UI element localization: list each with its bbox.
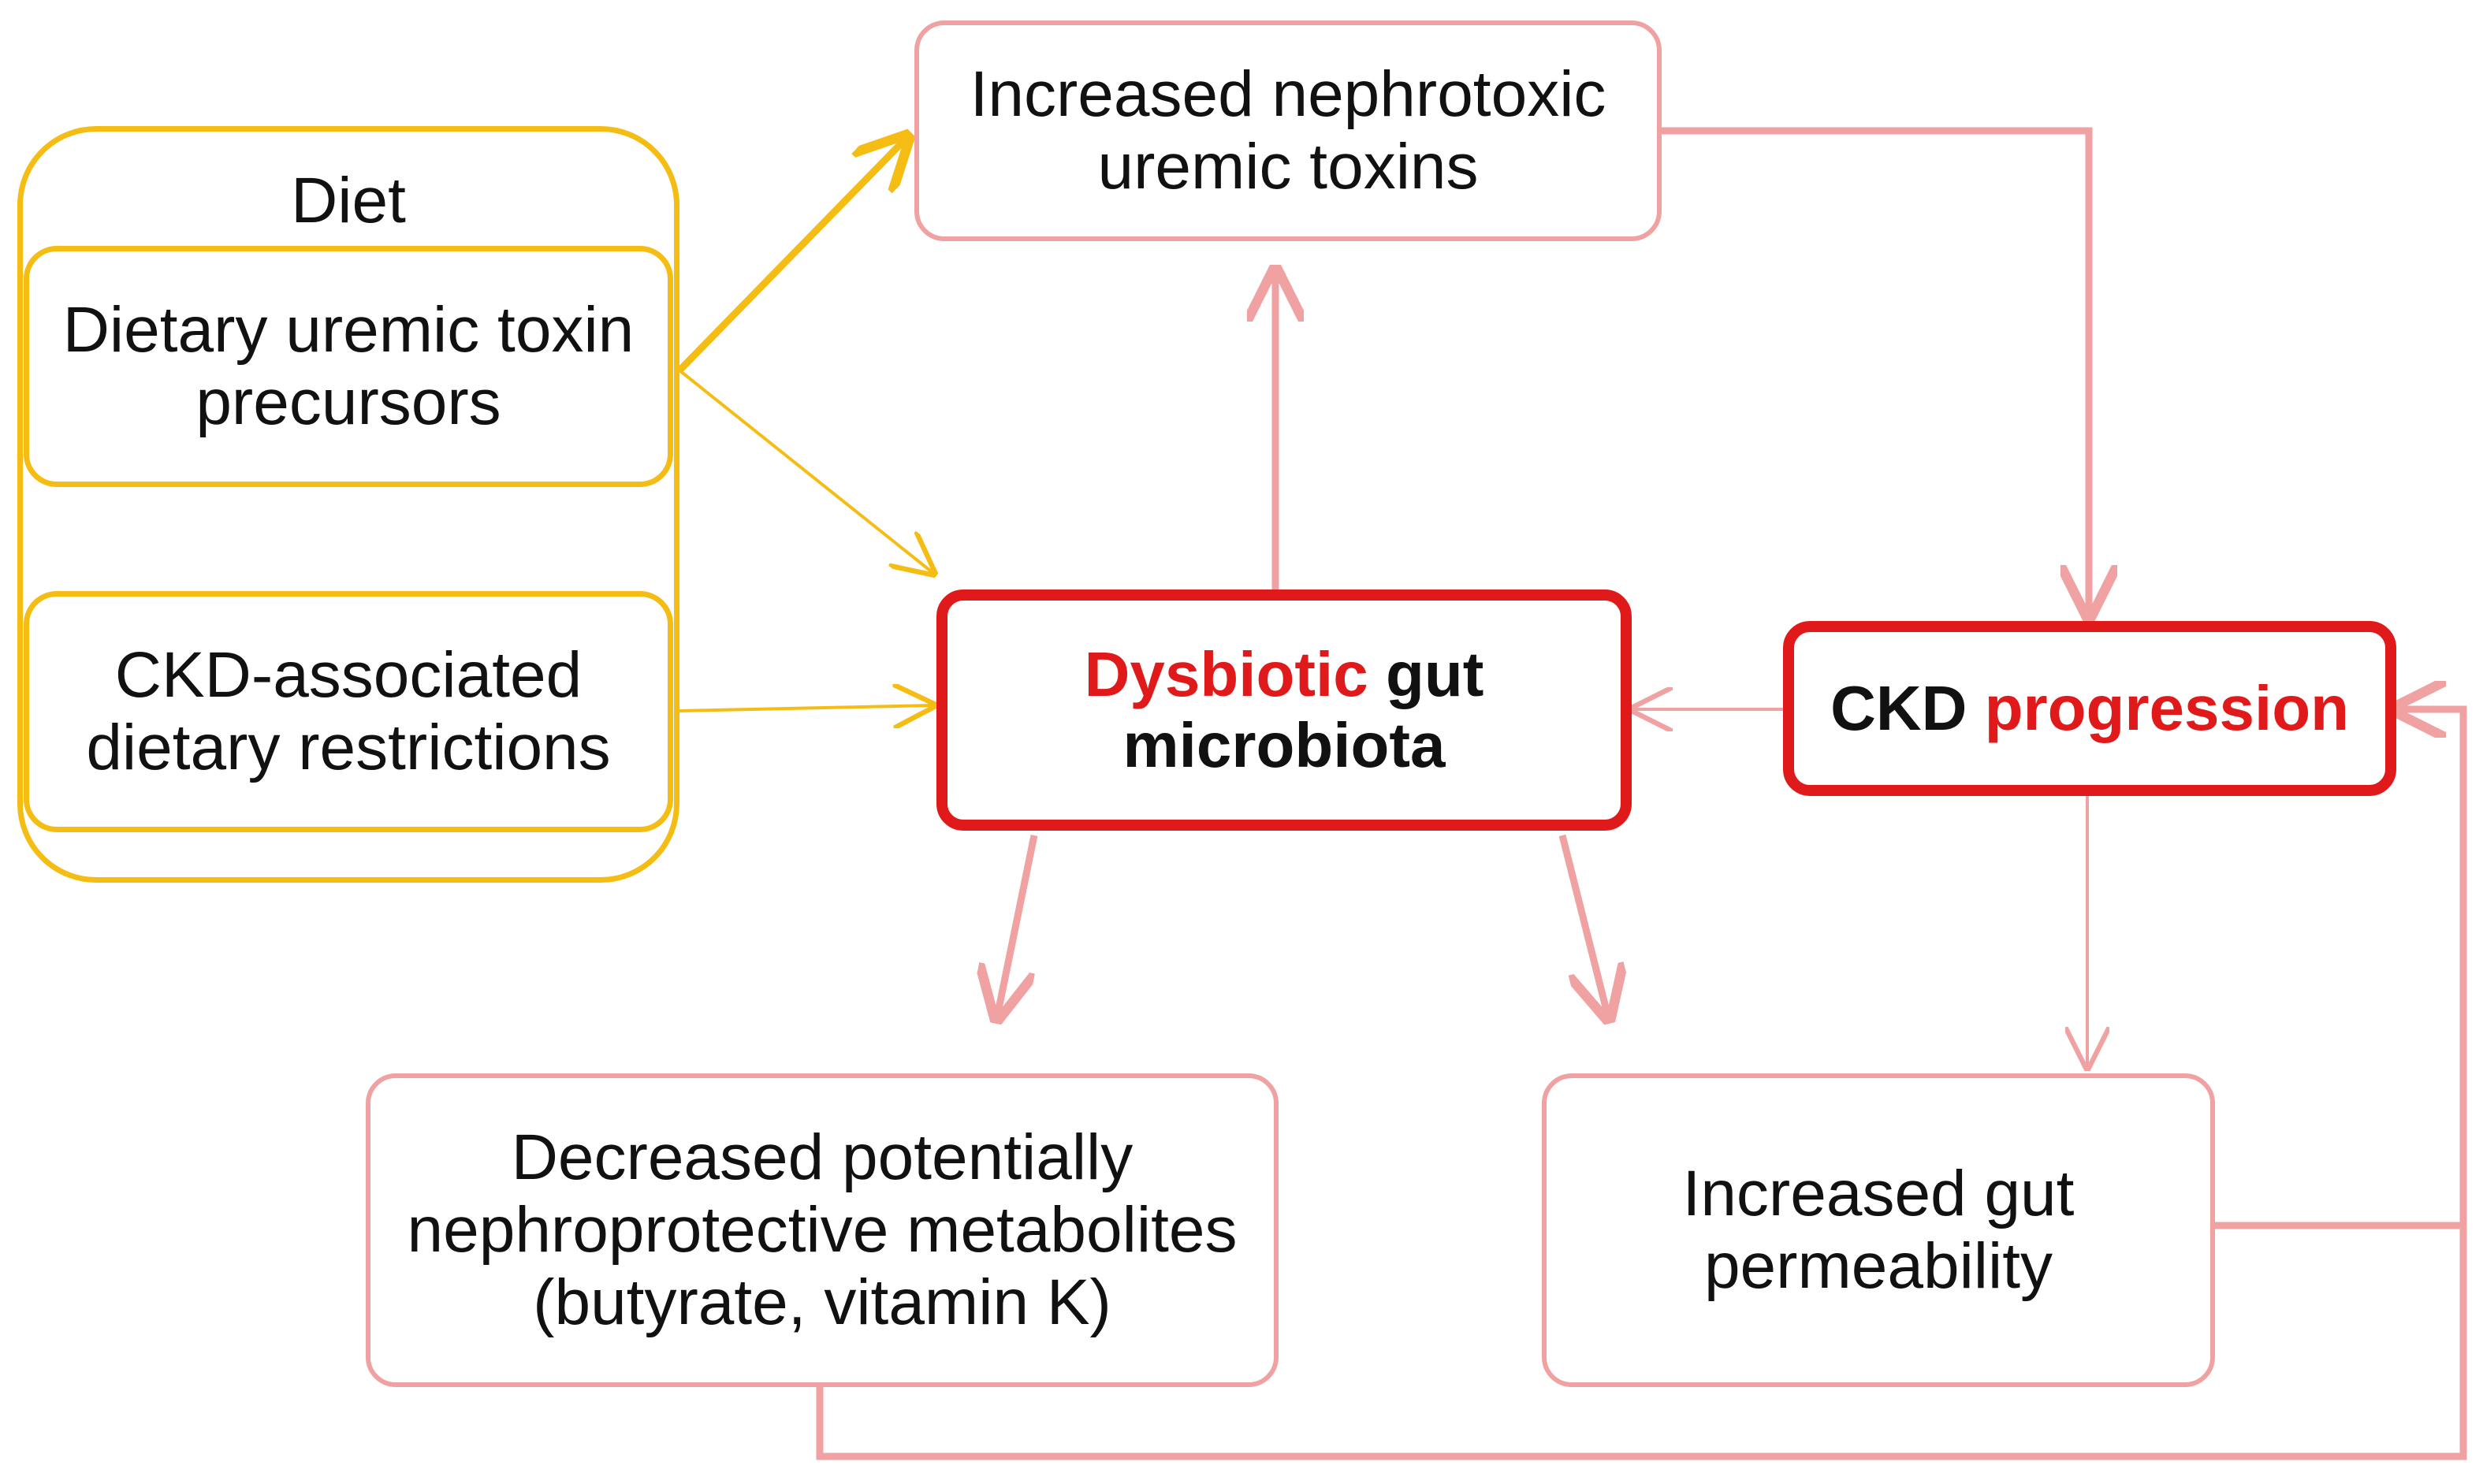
dietary-precursors-line2: precursors bbox=[195, 366, 501, 438]
dysbiotic-word: Dysbiotic bbox=[1084, 639, 1368, 710]
arrow-restrictions-to-dysbiotic bbox=[679, 705, 934, 711]
ckd-progression-box: CKD progression bbox=[1783, 621, 2396, 796]
arrow-dysbiotic-to-metabolites bbox=[997, 835, 1038, 1017]
arrow-dysbiotic-to-permeability bbox=[1558, 834, 1608, 1017]
nephroprotective-metabolites-box: Decreased potentially nephroprotective m… bbox=[366, 1073, 1279, 1387]
line-metabolites-to-ckd bbox=[816, 1226, 2467, 1460]
dietary-restrictions-box: CKD-associated dietary restrictions bbox=[24, 591, 673, 832]
permeability-line2: permeability bbox=[1703, 1230, 2053, 1302]
progression-word: progression bbox=[1984, 673, 2349, 744]
arrow-permeability-to-ckd bbox=[2215, 709, 2467, 1229]
uremic-toxins-line1: Increased nephrotoxic bbox=[970, 58, 1606, 131]
dietary-precursors-box: Dietary uremic toxin precursors bbox=[24, 246, 673, 487]
gut-word: gut bbox=[1385, 639, 1484, 710]
metabolites-line2: nephroprotective metabolites bbox=[407, 1194, 1238, 1266]
gut-permeability-box: Increased gut permeability bbox=[1542, 1073, 2215, 1387]
arrow-diet-to-toxins bbox=[676, 138, 906, 374]
uremic-toxins-line2: uremic toxins bbox=[1097, 131, 1479, 203]
diet-title: Diet bbox=[291, 165, 406, 236]
arrow-toxins-to-ckd bbox=[1662, 127, 2089, 615]
dietary-restrictions-line1: CKD-associated bbox=[114, 639, 583, 712]
arrow-precursors-to-dysbiotic bbox=[678, 369, 934, 574]
dysbiotic-line1: Dysbiotic gut bbox=[1085, 639, 1484, 710]
dietary-restrictions-line2: dietary restrictions bbox=[86, 712, 611, 783]
dysbiotic-microbiota-box: Dysbiotic gut microbiota bbox=[936, 590, 1632, 831]
permeability-line1: Increased gut bbox=[1682, 1158, 2075, 1230]
uremic-toxins-box: Increased nephrotoxic uremic toxins bbox=[914, 20, 1662, 241]
ckd-progression-line: CKD progression bbox=[1830, 673, 2349, 744]
metabolites-line3: (butyrate, vitamin K) bbox=[533, 1266, 1111, 1338]
ckd-word: CKD bbox=[1830, 673, 1967, 744]
dysbiotic-line2: microbiota bbox=[1122, 710, 1446, 780]
dietary-precursors-line1: Dietary uremic toxin bbox=[62, 294, 635, 366]
metabolites-line1: Decreased potentially bbox=[511, 1121, 1134, 1194]
